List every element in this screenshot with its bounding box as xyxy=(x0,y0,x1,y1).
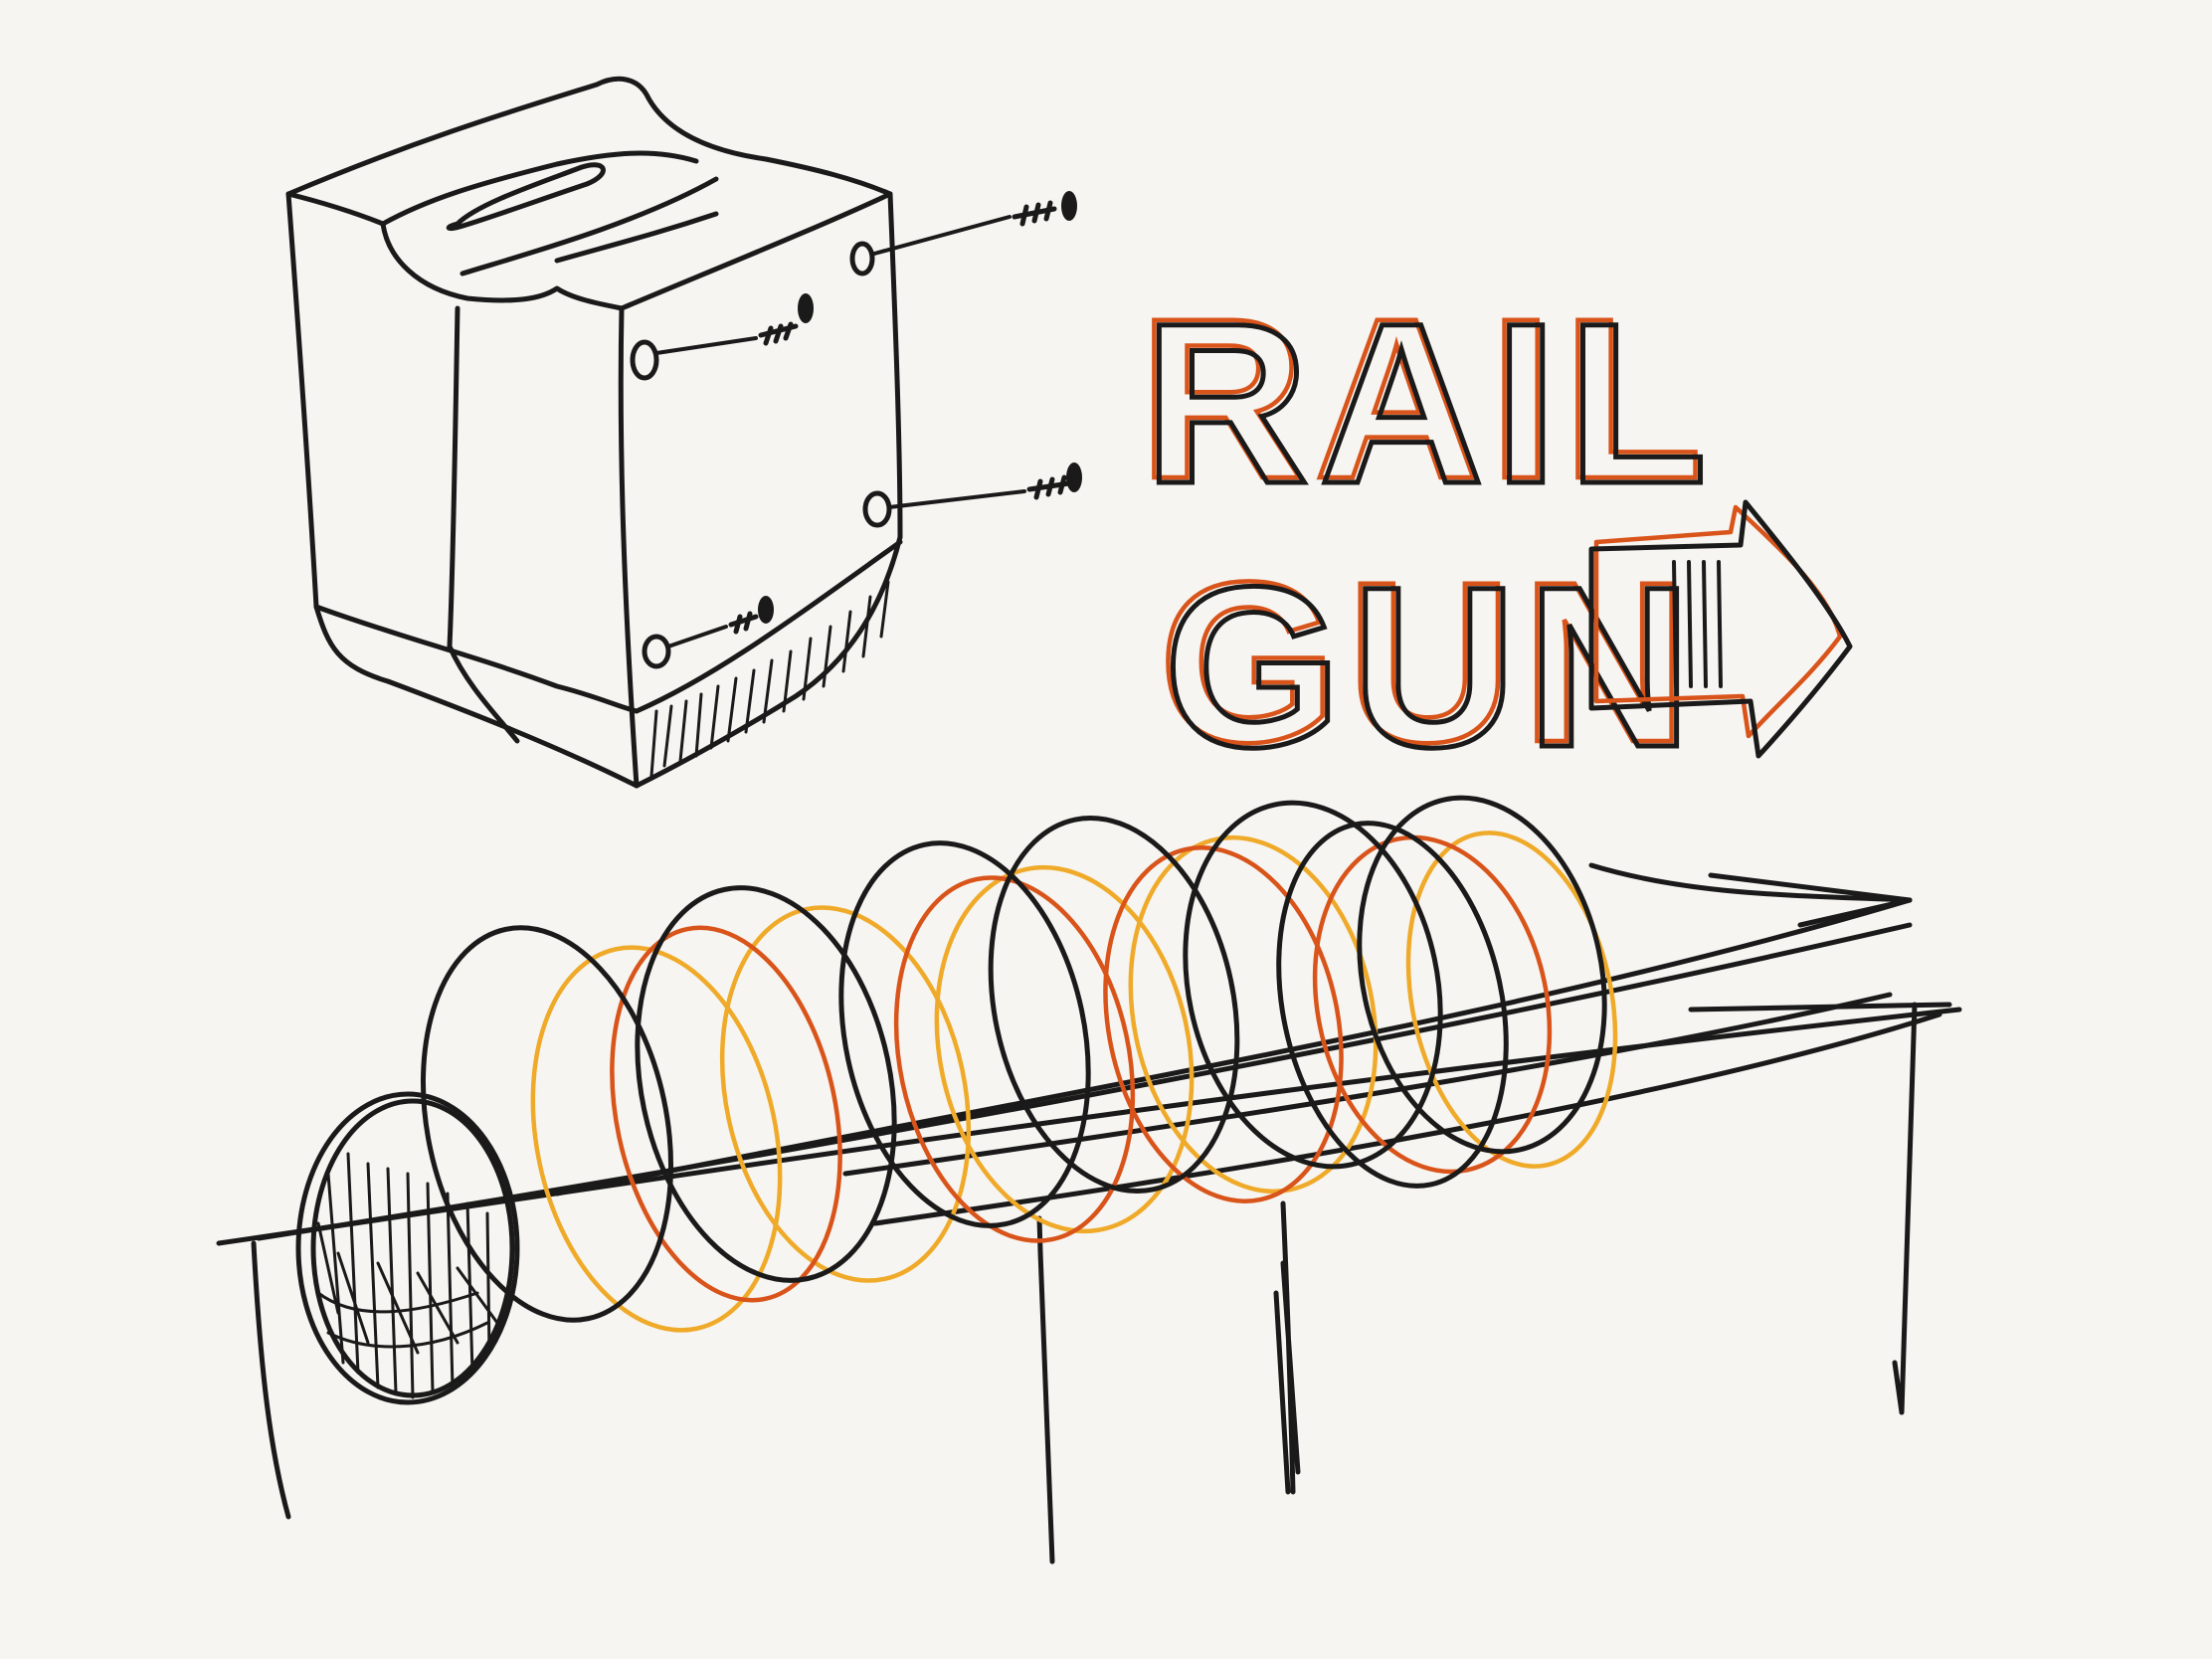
screw-icon xyxy=(1026,462,1082,500)
projectile-ball-sketch xyxy=(295,1091,520,1405)
title-word-rail-outline: RAIL xyxy=(1144,276,1718,531)
coil-sketch xyxy=(216,795,1962,1565)
screw-icon xyxy=(1012,191,1077,227)
screw-icon xyxy=(758,293,814,346)
title-word-gun-outline: GUN xyxy=(1164,539,1702,795)
screw-icon xyxy=(728,596,774,635)
title-word-rail: RAIL xyxy=(1139,271,1713,526)
right-arrow-icon xyxy=(1588,499,1853,759)
title-word-gun: GUN xyxy=(1159,534,1697,790)
rail-gun-title: RAIL RAIL GUN GUN xyxy=(1137,269,1853,798)
vent-hatch xyxy=(649,580,890,778)
box-sketch xyxy=(285,76,1082,789)
